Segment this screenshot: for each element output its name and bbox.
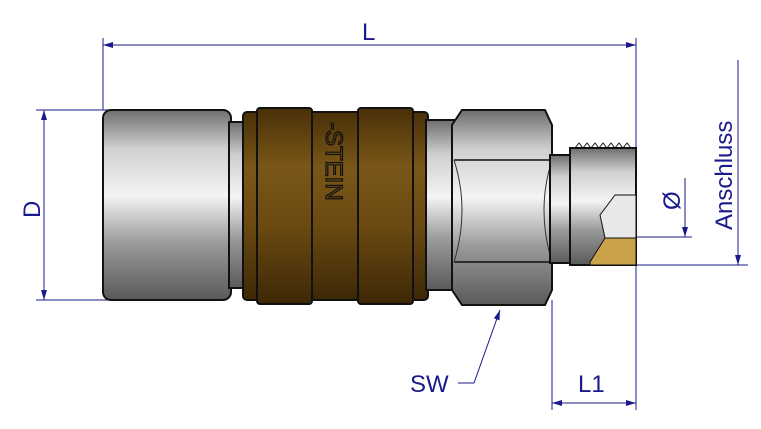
label-L1: L1 <box>578 371 605 398</box>
hex-nut <box>451 109 553 306</box>
dimension-connection: Anschluss <box>711 60 741 265</box>
label-L: L <box>362 19 375 46</box>
label-Anschluss: Anschluss <box>711 121 738 230</box>
dimension-L1: L1 <box>552 371 636 406</box>
label-bore: Ø <box>659 191 686 210</box>
dimension-length: L <box>103 19 636 48</box>
dimension-bore: Ø <box>659 178 688 237</box>
brass-coupling-ring: -STEIN <box>242 107 429 305</box>
body-neck <box>425 119 455 291</box>
dimension-wrench-size: SW <box>410 309 501 398</box>
brand-logo: -STEIN <box>320 122 347 201</box>
dimension-diameter: D <box>19 110 47 300</box>
label-D: D <box>19 201 46 218</box>
sleeve <box>102 109 232 301</box>
threaded-connection <box>549 142 637 266</box>
label-SW: SW <box>410 371 449 398</box>
